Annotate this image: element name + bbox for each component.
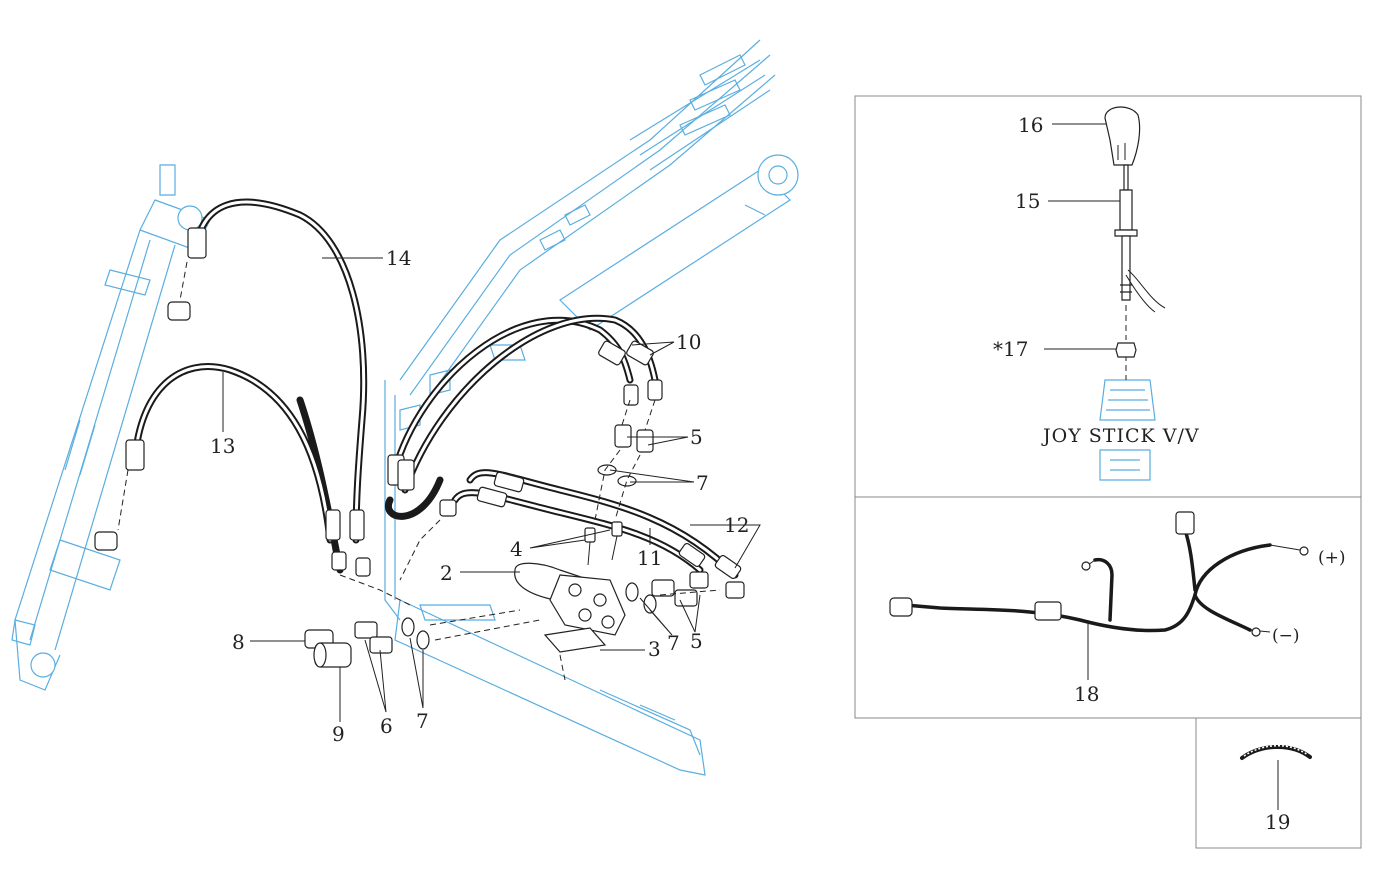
callout-17: *17 — [993, 337, 1028, 361]
leader-lines — [222, 123, 1279, 810]
callout-8: 8 — [232, 630, 245, 654]
control-valve — [514, 562, 626, 636]
hose-11 — [451, 489, 704, 574]
o-rings — [401, 464, 657, 650]
swivel-block-9 — [313, 642, 352, 668]
callout-7-mid: 7 — [667, 631, 680, 655]
joystick-valve-outline — [1099, 379, 1156, 481]
callout-11: 11 — [637, 546, 662, 570]
gasket-plate — [543, 627, 607, 653]
callout-labels: 16 15 *17 14 13 10 5 7 12 11 4 2 3 7 5 8… — [210, 113, 1346, 834]
hose-fittings — [125, 227, 745, 599]
joystick-caption: JOY STICK V/V — [1041, 425, 1200, 447]
joystick-lever — [1114, 164, 1166, 313]
callout-3: 3 — [648, 637, 661, 661]
callout-13: 13 — [210, 434, 235, 458]
callout-7-low: 7 — [416, 709, 429, 733]
hose-13 — [131, 363, 334, 544]
bolts — [584, 521, 623, 566]
callout-7-top: 7 — [696, 471, 709, 495]
callout-6: 6 — [380, 714, 393, 738]
adapters — [354, 424, 698, 654]
callout-19: 19 — [1265, 810, 1290, 834]
hose-12 — [466, 469, 739, 579]
callout-9: 9 — [332, 722, 345, 746]
callout-16: 16 — [1018, 113, 1043, 137]
callout-5-top: 5 — [690, 425, 703, 449]
callout-4: 4 — [510, 537, 523, 561]
callout-12: 12 — [724, 513, 749, 537]
callout-10: 10 — [676, 330, 701, 354]
assembly-lines — [117, 261, 1127, 681]
callout-18: 18 — [1074, 682, 1099, 706]
callout-15: 15 — [1015, 189, 1040, 213]
joystick-nut — [1115, 342, 1137, 358]
wiring-harness — [889, 511, 1309, 637]
joystick-knob — [1104, 106, 1141, 166]
terminal-minus-label: (−) — [1272, 626, 1300, 646]
callout-2: 2 — [440, 561, 453, 585]
boom-arm-outline — [11, 39, 799, 776]
elbow-fittings — [94, 301, 191, 551]
callout-5-mid: 5 — [690, 629, 703, 653]
terminal-plus-label: (+) — [1318, 548, 1346, 568]
hose-protector — [1240, 744, 1312, 760]
callout-14: 14 — [386, 246, 411, 270]
inset-panel-clip — [1195, 717, 1362, 849]
